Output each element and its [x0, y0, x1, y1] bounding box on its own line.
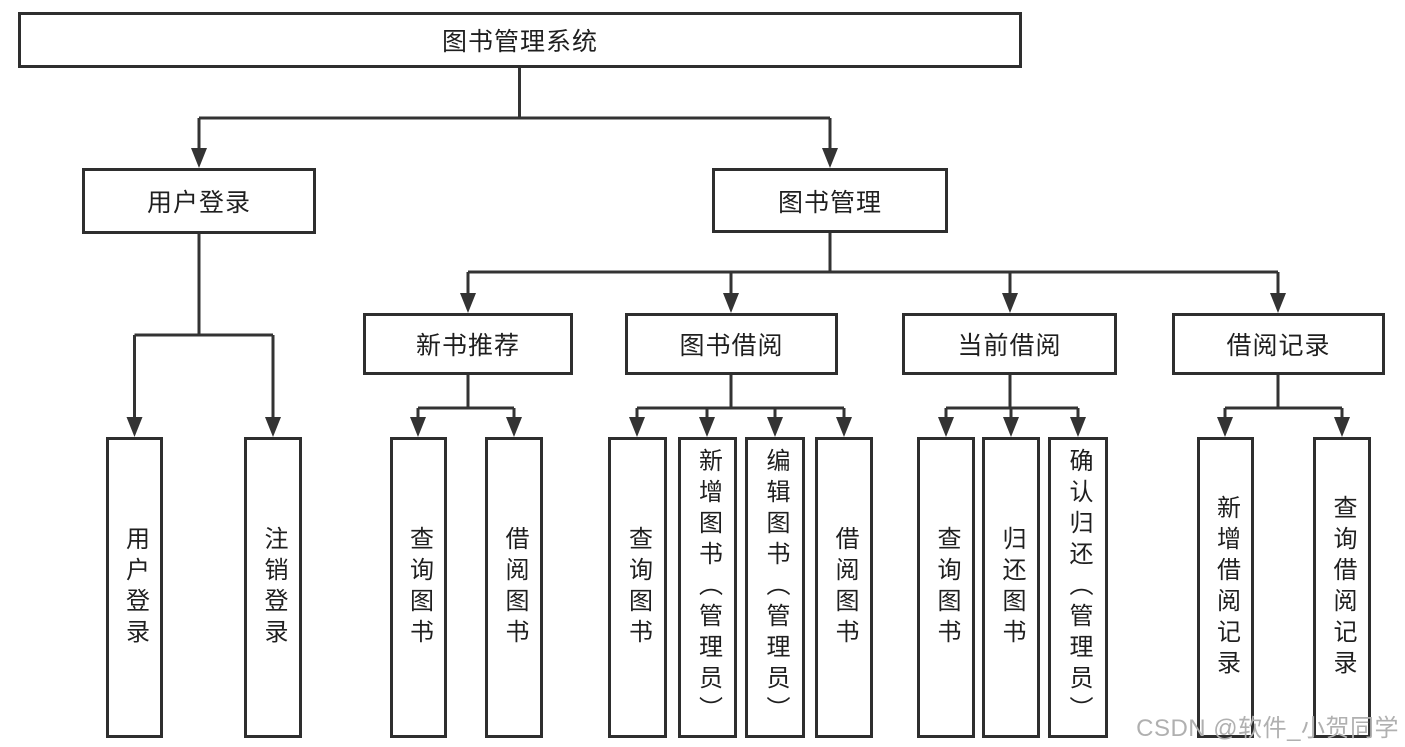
node-leaf-borrow-books-recommend: 借阅图书	[485, 437, 543, 738]
connector-book-mgmt-children	[460, 233, 1286, 313]
node-leaf-borrow-books: 借阅图书	[815, 437, 873, 738]
node-user-login: 用户登录	[82, 168, 316, 234]
node-new-book-recommendation: 新书推荐	[363, 313, 573, 375]
node-leaf-query-borrow-record: 查询借阅记录	[1313, 437, 1371, 738]
node-leaf-return-books: 归还图书	[982, 437, 1040, 738]
node-book-management: 图书管理	[712, 168, 948, 233]
node-current-borrowing: 当前借阅	[902, 313, 1117, 375]
connector-current-borrow-children	[938, 375, 1086, 437]
node-book-borrowing: 图书借阅	[625, 313, 838, 375]
connector-borrow-records-children	[1217, 375, 1350, 437]
node-leaf-edit-books-admin: 编辑图书（管理员）	[745, 437, 805, 738]
connector-root-to-level1	[191, 68, 838, 168]
csdn-watermark: CSDN @软件_小贺同学	[1136, 715, 1399, 742]
connector-new-book-children	[410, 375, 522, 437]
node-leaf-query-books-recommend: 查询图书	[390, 437, 447, 738]
node-library-management-system: 图书管理系统	[18, 12, 1022, 68]
node-leaf-query-books-current: 查询图书	[917, 437, 975, 738]
node-leaf-add-borrow-record: 新增借阅记录	[1197, 437, 1254, 738]
node-leaf-add-books-admin: 新增图书（管理员）	[678, 437, 737, 738]
connector-book-borrow-children	[629, 375, 852, 437]
node-leaf-user-login: 用户登录	[106, 437, 163, 738]
node-leaf-confirm-return-admin: 确认归还（管理员）	[1048, 437, 1108, 738]
connector-user-login-children	[126, 234, 281, 437]
node-leaf-query-books-borrow: 查询图书	[608, 437, 667, 738]
node-leaf-logout: 注销登录	[244, 437, 302, 738]
node-borrowing-records: 借阅记录	[1172, 313, 1385, 375]
